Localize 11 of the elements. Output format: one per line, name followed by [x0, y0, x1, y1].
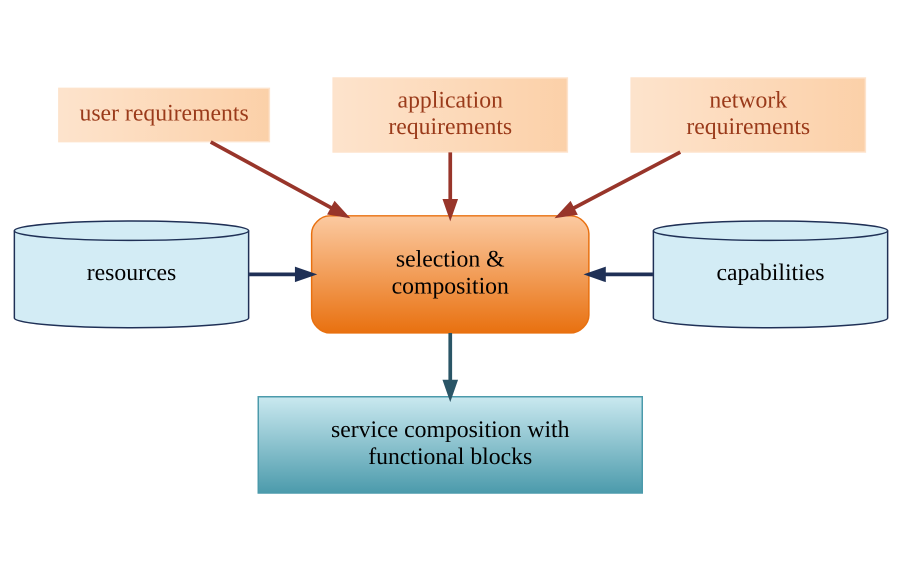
- arrow: [210, 140, 350, 218]
- arrow: [442, 152, 458, 222]
- node-box: service composition with functional blocks: [258, 396, 643, 494]
- node-box: selection & composition: [310, 215, 590, 334]
- arrow: [584, 266, 653, 282]
- node-box: application requirements: [332, 77, 568, 153]
- arrow: [249, 266, 318, 282]
- node-box: user requirements: [58, 88, 270, 142]
- arrow: [442, 333, 458, 402]
- arrow: [554, 150, 682, 218]
- node-box: network requirements: [630, 77, 866, 153]
